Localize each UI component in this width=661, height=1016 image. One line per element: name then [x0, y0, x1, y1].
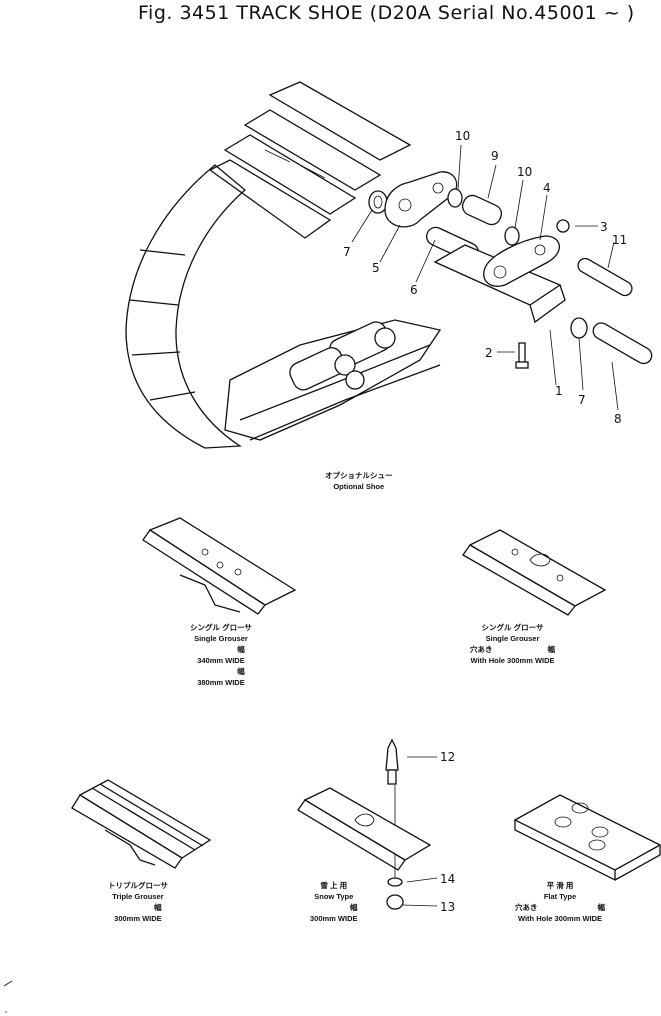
leader-lines — [351, 144, 619, 907]
callout-10-left: 10 — [455, 129, 470, 143]
page-marks — [3, 980, 13, 1013]
link-5 — [384, 171, 458, 228]
callout-4: 4 — [543, 181, 551, 195]
callout-3: 3 — [600, 220, 608, 234]
caption-triple-grouser: トリプルグローサ Triple Grouser 幅 300mm WIDE — [108, 881, 168, 923]
track-assembly — [125, 81, 442, 449]
nut-3 — [556, 219, 570, 233]
callouts: 1 2 3 4 5 6 7 7 8 9 10 10 11 12 14 13 — [343, 129, 627, 914]
link-4 — [483, 235, 560, 287]
single-grouser-with-hole-shoe — [462, 529, 607, 616]
callout-8: 8 — [614, 412, 622, 426]
single-grouser-shoe — [142, 517, 297, 615]
callout-6: 6 — [410, 283, 418, 297]
figure-title: Fig. 3451 TRACK SHOE (D20A Serial No.450… — [138, 2, 635, 24]
callout-2: 2 — [485, 346, 493, 360]
caption-flat-type: 平 滑 用 Flat Type 穴あき幅 With Hole 300mm WID… — [515, 881, 605, 923]
callout-7-right: 7 — [578, 393, 586, 407]
washer-14 — [387, 877, 403, 887]
exploded-parts — [368, 171, 653, 369]
callout-12: 12 — [440, 750, 455, 764]
pin-11 — [577, 257, 633, 297]
triple-grouser-shoe — [71, 779, 212, 869]
caption-optional-shoe: オプショナルシュー Optional Shoe — [325, 471, 393, 491]
seal-7-left — [368, 190, 388, 214]
bushing-9 — [461, 194, 503, 226]
callout-1: 1 — [555, 384, 563, 398]
flat-type-shoe — [513, 794, 661, 882]
callout-11: 11 — [612, 233, 627, 247]
callout-5: 5 — [372, 261, 380, 275]
nut-13 — [386, 894, 404, 910]
callout-14: 14 — [440, 872, 455, 886]
callout-13: 13 — [440, 900, 455, 914]
caption-single-grouser: シングル グローサ Single Grouser 幅 340mm WIDE 幅 … — [190, 623, 252, 687]
snow-type-shoe — [297, 738, 432, 910]
pin-8 — [592, 322, 653, 365]
callout-10-right: 10 — [517, 165, 532, 179]
callout-9: 9 — [491, 149, 499, 163]
caption-single-grouser-with-hole: シングル グローサ Single Grouser 穴あき幅 With Hole … — [470, 623, 555, 665]
callout-7-left: 7 — [343, 245, 351, 259]
spike-12 — [385, 738, 399, 771]
caption-snow-type: 雪 上 用 Snow Type 幅 300mm WIDE — [310, 881, 358, 923]
